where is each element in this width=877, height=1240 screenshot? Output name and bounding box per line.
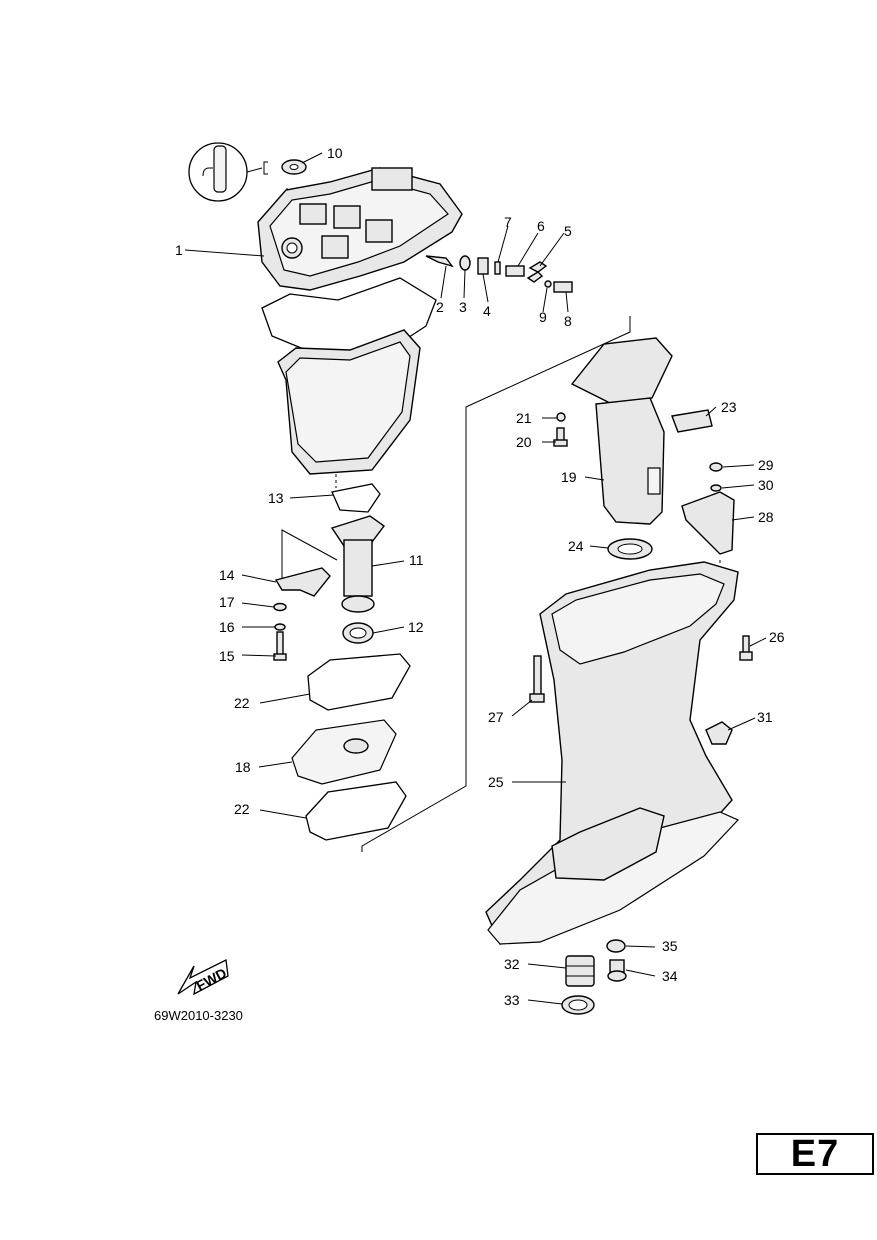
upper-casing-part — [257, 167, 463, 291]
part-label-33: 33 — [504, 992, 520, 1008]
part-label-24: 24 — [568, 538, 584, 554]
part-label-14: 14 — [219, 567, 235, 583]
part-label-6: 6 — [537, 218, 545, 234]
section-code-badge: E7 — [756, 1133, 874, 1175]
part-label-1: 1 — [175, 242, 183, 258]
part-label-13: 13 — [268, 490, 284, 506]
part-label-2: 2 — [436, 299, 444, 315]
fwd-arrow-icon: FWD — [177, 959, 229, 996]
part-label-32: 32 — [504, 956, 520, 972]
part-label-15: 15 — [219, 648, 235, 664]
part-label-31: 31 — [757, 709, 773, 725]
oil-pan-part — [261, 277, 437, 475]
figure-code: 69W2010-3230 — [154, 1008, 243, 1023]
part-label-5: 5 — [564, 223, 572, 239]
small-parts-2-9 — [425, 255, 573, 293]
drive-shaft-housing-part — [485, 561, 740, 945]
part-label-3: 3 — [459, 299, 467, 315]
part-label-29: 29 — [758, 457, 774, 473]
part-label-7: 7 — [504, 214, 512, 230]
part-label-27: 27 — [488, 709, 504, 725]
part-label-28: 28 — [758, 509, 774, 525]
leader-lines — [184, 152, 767, 1005]
part-label-12: 12 — [408, 619, 424, 635]
part-label-22-upper: 22 — [234, 695, 250, 711]
part-label-30: 30 — [758, 477, 774, 493]
bottom-parts-32-35 — [561, 939, 627, 1015]
part-label-17: 17 — [219, 594, 235, 610]
part-label-34: 34 — [662, 968, 678, 984]
part-label-21: 21 — [516, 410, 532, 426]
part-label-9: 9 — [539, 309, 547, 325]
part-label-8: 8 — [564, 313, 572, 329]
washer-10-part — [281, 159, 307, 175]
section-code: E7 — [790, 1133, 840, 1175]
part-label-26: 26 — [769, 629, 785, 645]
exhaust-guide-parts — [273, 483, 411, 841]
grease-detail-inset — [188, 142, 268, 202]
exhaust-manifold-parts — [553, 337, 713, 525]
part-label-4: 4 — [483, 303, 491, 319]
part-label-10: 10 — [327, 145, 343, 161]
part-label-19: 19 — [561, 469, 577, 485]
part-label-22-lower: 22 — [234, 801, 250, 817]
part-number-labels: 1 2 3 4 5 6 7 8 9 10 11 12 13 14 15 16 1… — [175, 145, 785, 1008]
part-label-18: 18 — [235, 759, 251, 775]
part-label-35: 35 — [662, 938, 678, 954]
part-label-11: 11 — [409, 552, 424, 568]
part-label-23: 23 — [721, 399, 737, 415]
part-label-25: 25 — [488, 774, 504, 790]
part-label-16: 16 — [219, 619, 235, 635]
right-side-small-parts — [607, 462, 753, 745]
part-label-20: 20 — [516, 434, 532, 450]
